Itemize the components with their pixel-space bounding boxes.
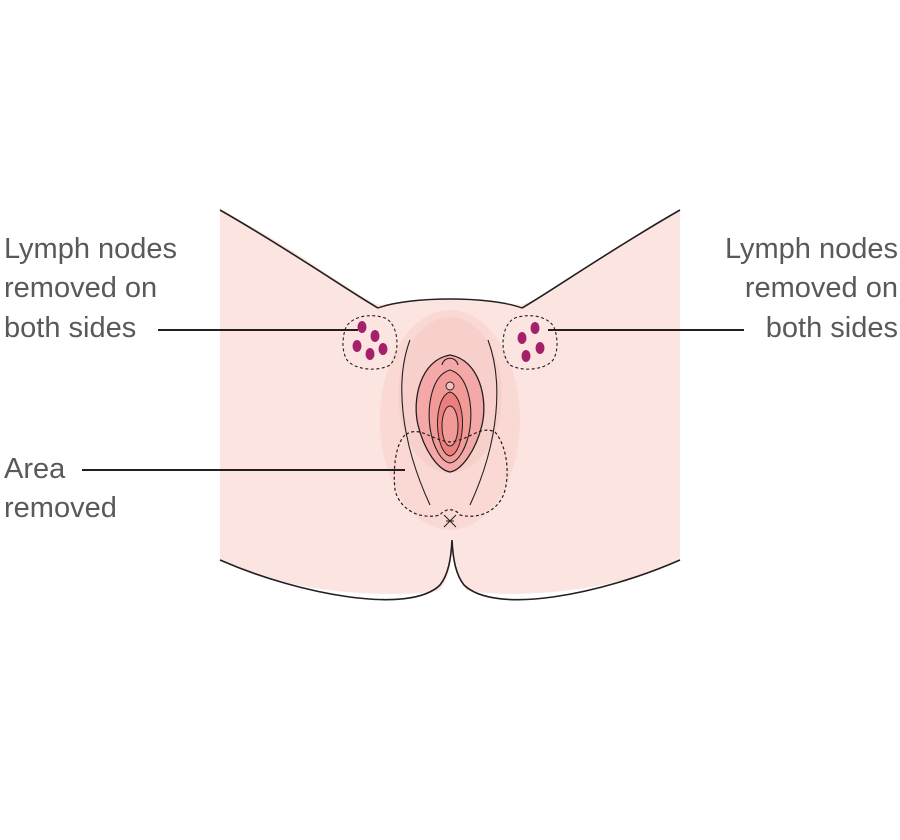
lymph-node-marker [521,350,531,362]
urethral-opening [445,381,455,391]
right-lymph-node-group [502,315,558,370]
vaginal-opening [441,405,459,447]
area-removed-label-line2: removed [4,492,117,524]
lymph-node-marker [378,343,388,355]
right-thigh-outline [521,209,681,309]
left-nodes-label: Lymph nodes removed on both sides [4,233,177,344]
clitoral-hood [441,357,459,366]
lymph-node-marker [357,321,367,333]
right-crease [469,339,498,506]
left-nodes-label-line1: Lymph nodes [4,233,177,265]
lymph-node-marker [535,342,545,354]
left-crease [401,339,431,506]
left-nodes-label-line2: removed on [4,272,157,304]
right-nodes-label-line1: Lymph nodes [725,233,898,265]
lymph-node-marker [530,322,540,334]
area-removed-boundary [393,429,508,517]
right-nodes-label-line2: removed on [745,272,898,304]
right-nodes-label-line3: both sides [766,312,898,344]
lymph-node-marker [365,348,375,360]
anus [443,514,457,528]
lower-outline [219,539,681,601]
mons-outline [377,298,523,309]
area-removed-label-line1: Area [4,453,66,485]
left-nodes-label-line3: both sides [4,312,136,344]
left-thigh-outline [219,209,379,309]
lymph-node-marker [370,330,380,342]
lymph-node-marker [517,332,527,344]
right-nodes-label: Lymph nodes removed on both sides [725,233,898,344]
lymph-node-marker [352,340,362,352]
left-lymph-node-group [342,315,398,370]
area-removed-label: Area removed [4,453,117,524]
